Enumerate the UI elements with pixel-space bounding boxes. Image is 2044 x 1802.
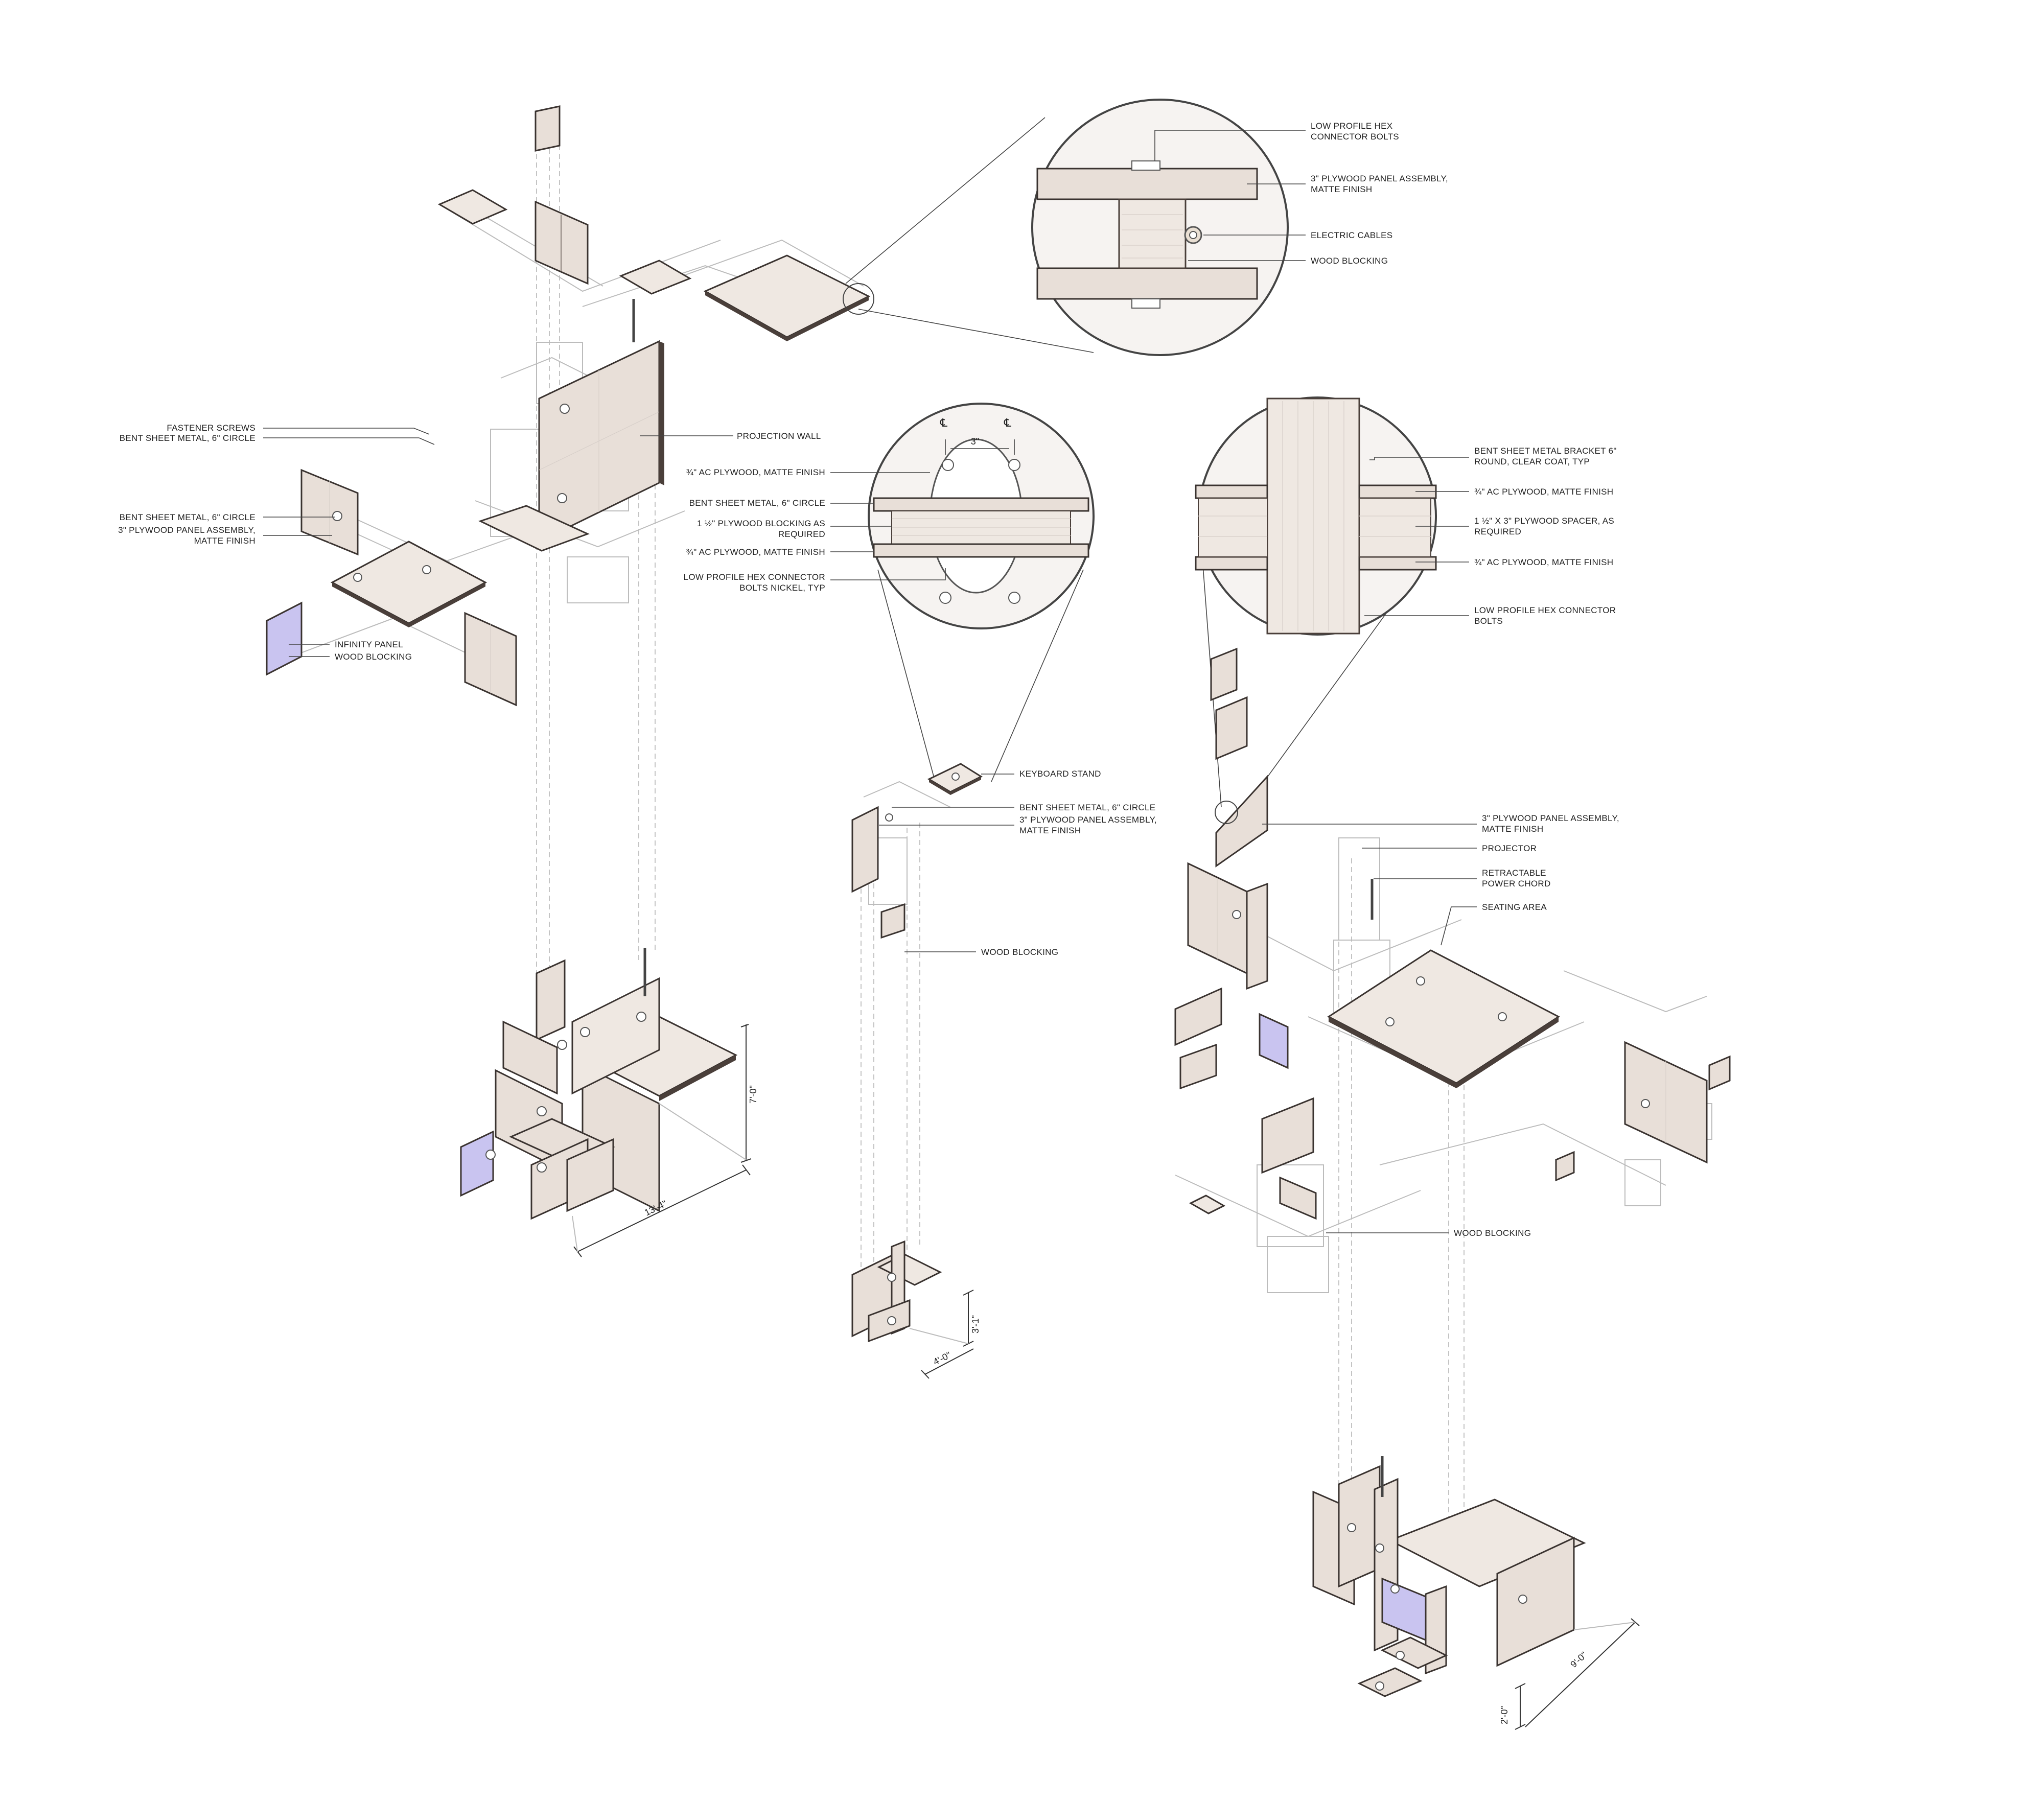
label-panel-assembly: 3" PLYWOOD PANEL ASSEMBLY, (1482, 813, 1619, 823)
detail-top-blocking (1118, 198, 1187, 269)
detail-mid-ac-plywood-bottom (873, 543, 1089, 558)
label-wood-blocking: WOOD BLOCKING (335, 652, 412, 662)
label-seating-area: SEATING AREA (1482, 902, 1547, 912)
label-hex-bolts-2: CONNECTOR BOLTS (1311, 132, 1399, 142)
middle-width-dim: 4'-0" (932, 1350, 953, 1367)
label-keyboard-stand: KEYBOARD STAND (1019, 769, 1101, 779)
label-wood-blocking: WOOD BLOCKING (981, 947, 1058, 957)
detail-right-ac-plywood-left-top (1195, 484, 1268, 499)
right-infinity-panel (1259, 1013, 1289, 1069)
label-panel-assembly: 3" PLYWOOD PANEL ASSEMBLY, (1311, 174, 1448, 183)
label-projection-wall: PROJECTION WALL (737, 431, 821, 441)
label-ac-plywood-2: ¾" AC PLYWOOD, MATTE FINISH (1474, 557, 1613, 567)
label-bent-sheet-metal: BENT SHEET METAL, 6" CIRCLE (1019, 803, 1155, 812)
middle-upper-panel (851, 806, 879, 893)
right-height-dim: 2'-0" (1499, 1706, 1509, 1724)
detail-top-upper-panel (1036, 168, 1258, 200)
centerline-icon: ℄ (940, 416, 948, 429)
detail-right: BENT SHEET METAL BRACKET 6" ROUND, CLEAR… (1195, 396, 1617, 813)
label-power-chord: POWER CHORD (1482, 879, 1551, 888)
detail-middle: 3" ℄ ℄ ¾" AC PLYWOOD, MATTE FINISH BENT … (684, 403, 1095, 782)
top-small-panel (535, 105, 561, 152)
label-hex-bolts: LOW PROFILE HEX (1311, 121, 1392, 131)
label-bracket: BENT SHEET METAL BRACKET 6" (1474, 446, 1617, 456)
label-wood-blocking: WOOD BLOCKING (1454, 1228, 1531, 1238)
label-panel-assembly-finish: MATTE FINISH (1311, 184, 1372, 194)
label-infinity-panel: INFINITY PANEL (335, 640, 403, 649)
top-plate-right (619, 260, 692, 295)
label-projector: PROJECTOR (1482, 844, 1537, 853)
left-top-pieces (437, 105, 871, 342)
label-wood-blocking: WOOD BLOCKING (1311, 256, 1388, 266)
right-small-panel-2 (1215, 696, 1248, 760)
top-plate-left (437, 189, 508, 225)
label-bent-sheet-metal: BENT SHEET METAL, 6" CIRCLE (689, 498, 825, 508)
label-bent-sheet-metal: BENT SHEET METAL, 6" CIRCLE (120, 433, 256, 443)
middle-wood-blocking (880, 903, 905, 939)
label-hex-bolts-2: BOLTS NICKEL, TYP (739, 583, 825, 593)
detail-top: LOW PROFILE HEX CONNECTOR BOLTS 3" PLYWO… (843, 99, 1448, 356)
label-electric-cables: ELECTRIC CABLES (1311, 230, 1392, 240)
label-retractable: RETRACTABLE (1482, 868, 1546, 878)
seating-area (1327, 949, 1560, 1084)
left-leaders (263, 428, 733, 657)
right-small-panel-1 (1210, 647, 1238, 701)
label-plywood-blocking-2: REQUIRED (778, 529, 825, 539)
dim-3in: 3" (971, 436, 979, 447)
centerline-icon: ℄ (1004, 416, 1012, 429)
right-assembled-unit (1312, 1456, 1586, 1697)
label-hex-bolts: LOW PROFILE HEX CONNECTOR (1474, 605, 1616, 615)
label-hex-bolts-2: BOLTS (1474, 616, 1503, 626)
label-panel-assembly: 3" PLYWOOD PANEL ASSEMBLY, (118, 525, 256, 535)
left-assembly: 7'-0" 13'-4" FASTENER SCREWS BENT SHEET … (118, 105, 871, 1257)
right-width-dim: 9'-0" (1568, 1650, 1589, 1670)
detail-top-lower-panel (1036, 267, 1258, 300)
label-panel-assembly-finish: MATTE FINISH (1019, 826, 1081, 835)
label-panel-assembly: 3" PLYWOOD PANEL ASSEMBLY, (1019, 815, 1157, 825)
left-labels: FASTENER SCREWS BENT SHEET METAL, 6" CIR… (118, 423, 821, 662)
right-assembly: 9'-0" 2'-0" 3" PLYWOOD PANEL ASSEMBLY, M… (1174, 647, 1731, 1730)
label-bracket-2: ROUND, CLEAR COAT, TYP (1474, 457, 1590, 466)
left-side-panels (266, 469, 517, 707)
projection-wall-shelf (478, 505, 590, 552)
label-hex-bolts: LOW PROFILE HEX CONNECTOR (684, 572, 825, 582)
infinity-panel-small (266, 601, 303, 676)
label-fastener-screws: FASTENER SCREWS (167, 423, 256, 433)
left-assembled-unit (460, 948, 738, 1220)
label-panel-assembly-finish: MATTE FINISH (194, 536, 256, 546)
left-height-dim: 7'-0" (748, 1085, 758, 1104)
middle-height-dim: 3'-1" (970, 1315, 981, 1333)
middle-assembly: 3'-1" 4'-0" KEYBOARD STAND BENT SHEET ME… (851, 763, 1157, 1379)
right-panel-assembly (1215, 775, 1268, 868)
label-ac-plywood-2: ¾" AC PLYWOOD, MATTE FINISH (686, 547, 825, 557)
infinity-panel (460, 1130, 494, 1197)
label-ac-plywood: ¾" AC PLYWOOD, MATTE FINISH (686, 467, 825, 477)
label-plywood-spacer-2: REQUIRED (1474, 527, 1521, 536)
projection-wall (478, 340, 664, 552)
upper-floating-plate (703, 254, 871, 338)
label-ac-plywood: ¾" AC PLYWOOD, MATTE FINISH (1474, 487, 1613, 497)
detail-mid-ac-plywood-top (873, 497, 1089, 512)
label-plywood-blocking: 1 ½" PLYWOOD BLOCKING AS (697, 519, 825, 528)
label-bent-sheet-metal-2: BENT SHEET METAL, 6" CIRCLE (120, 512, 256, 522)
label-panel-assembly-finish: MATTE FINISH (1482, 824, 1543, 834)
label-plywood-spacer: 1 ½" X 3" PLYWOOD SPACER, AS (1474, 516, 1614, 526)
